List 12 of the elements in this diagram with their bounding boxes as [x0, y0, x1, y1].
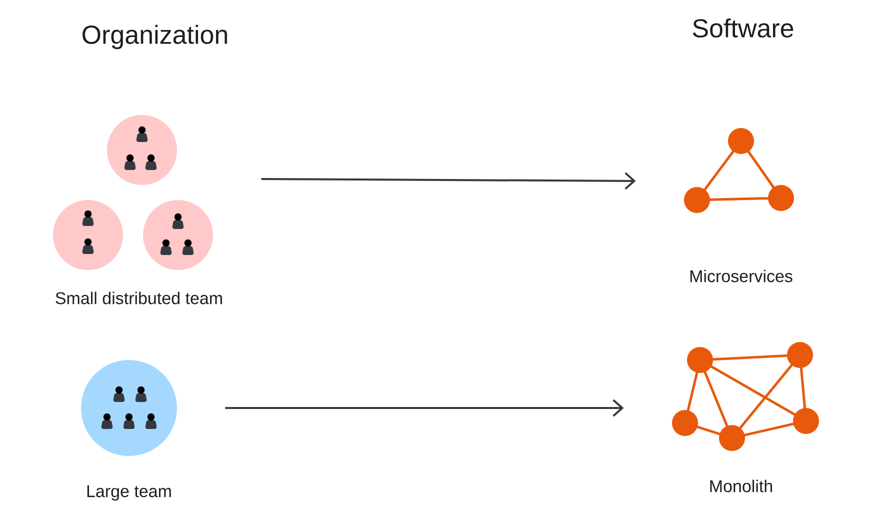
- team-drawing: [53, 115, 213, 270]
- network-drawing: [672, 342, 819, 451]
- column-heading: Software: [692, 18, 794, 38]
- team-drawing: [81, 360, 177, 456]
- node-label: Microservices: [690, 270, 792, 282]
- arrow: [225, 399, 624, 417]
- node-label: Monolith: [710, 480, 772, 492]
- arrow: [261, 172, 636, 190]
- column-heading: Organization: [82, 24, 227, 50]
- node-label: Large team: [87, 485, 171, 501]
- node-label: Small distributed team: [56, 292, 222, 304]
- network-drawing: [684, 128, 794, 213]
